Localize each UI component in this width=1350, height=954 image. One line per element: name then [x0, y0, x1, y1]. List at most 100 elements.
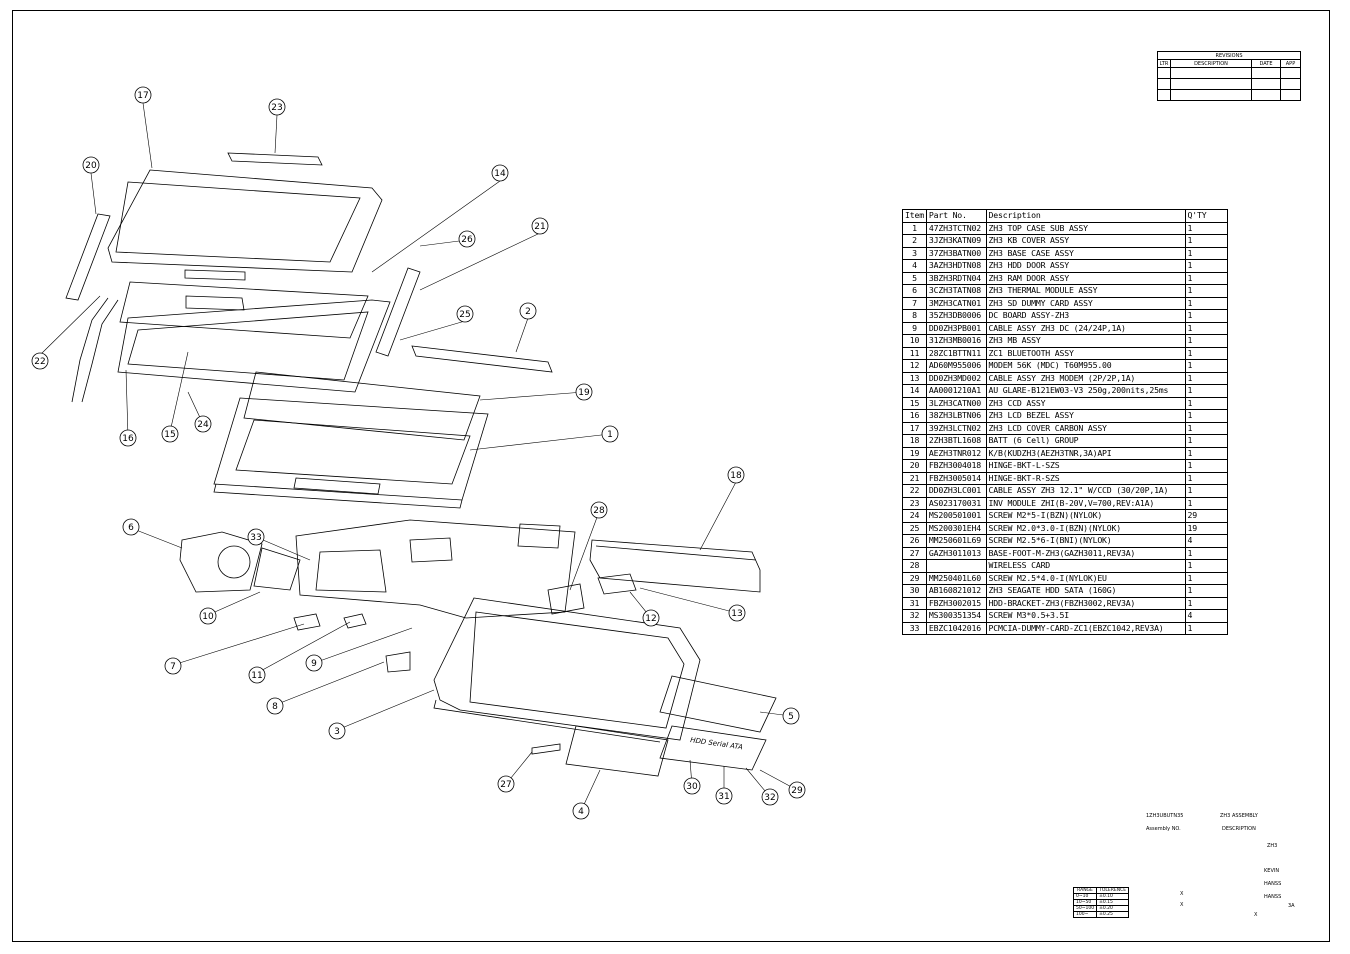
revision-cell: [1157, 89, 1171, 101]
part-description: PCMCIA-DUMMY-CARD-ZC1(EBZC1042,REV3A): [985, 621, 1186, 635]
part-number: MM250601L69: [925, 534, 987, 548]
bluetooth: [343, 613, 367, 629]
part-description: SCREW M2*5-I(BZN)(NYLOK): [985, 509, 1186, 523]
quantity: 1: [1184, 346, 1229, 360]
part-description: ZH3 BASE CASE ASSY: [985, 246, 1186, 260]
assembly-number: 1ZH3UBUTN35: [1146, 813, 1184, 819]
callout-25: 25: [459, 310, 470, 320]
callout-23: 23: [271, 103, 282, 113]
quantity: 1: [1184, 259, 1229, 273]
hinge-right: [375, 267, 421, 357]
quantity: 1: [1184, 284, 1229, 298]
quantity: 19: [1184, 521, 1229, 535]
item-number: 2: [902, 234, 927, 248]
lcd-cable: [71, 297, 119, 403]
sd-dummy-card: [293, 613, 321, 631]
hdd-door: [565, 725, 669, 777]
callout-28: 28: [593, 506, 605, 516]
part-description: HDD-BRACKET-ZH3(FBZH3002,REV3A): [985, 596, 1186, 610]
revision-cell: [1157, 67, 1171, 79]
callout-22: 22: [34, 357, 45, 367]
part-number: MS200501001: [925, 509, 987, 523]
callout-29: 29: [791, 786, 803, 796]
quantity: 1: [1184, 571, 1229, 585]
part-number: FBZH3002015: [925, 596, 987, 610]
callout-20: 20: [85, 161, 97, 171]
callout-9: 9: [311, 659, 317, 669]
part-number: AEZH3TNR012: [925, 446, 987, 460]
callout-32: 32: [764, 793, 775, 803]
rev-col-ltr: LTR: [1157, 59, 1171, 68]
part-description: ZH3 TOP CASE SUB ASSY: [985, 221, 1186, 235]
callout-18: 18: [730, 471, 742, 481]
revision-code: 3A: [1288, 903, 1295, 909]
revision-cell: [1280, 67, 1301, 79]
item-number: 9: [902, 321, 927, 335]
part-number: DD0ZH3PB001: [925, 321, 987, 335]
part-number: GAZH3011013: [925, 546, 987, 560]
item-number: 4: [902, 259, 927, 273]
callout-31: 31: [718, 792, 729, 802]
callout-13: 13: [731, 609, 742, 619]
tolerance-value: ±0.25: [1096, 911, 1130, 918]
part-description: ZH3 LCD BEZEL ASSY: [985, 409, 1186, 423]
part-description: SCREW M2.5*6-I(BNI)(NYLOK): [985, 534, 1186, 548]
callout-21: 21: [534, 222, 545, 232]
item-number: 3: [902, 246, 927, 260]
item-number: 11: [902, 346, 927, 360]
hdd-label: HDD Serial ATA: [690, 736, 744, 751]
callout-11: 11: [251, 671, 262, 681]
part-number: AS023170031: [925, 496, 987, 510]
keyboard: [243, 371, 481, 441]
item-number: 22: [902, 484, 927, 498]
x-mark-2: X: [1180, 902, 1184, 908]
item-number: 27: [902, 546, 927, 560]
part-description: SCREW M3*0.5+3.5I: [985, 609, 1186, 623]
part-description: ZH3 HDD DOOR ASSY: [985, 259, 1186, 273]
tolerance-range: 50~100: [1072, 905, 1098, 912]
part-number: 38ZH3LBTN06: [925, 409, 987, 423]
callout-12: 12: [645, 614, 656, 624]
callout-30: 30: [686, 782, 698, 792]
item-number: 30: [902, 584, 927, 598]
item-number: 31: [902, 596, 927, 610]
quantity: 1: [1184, 446, 1229, 460]
x-mark-1: X: [1180, 891, 1184, 897]
part-number: MS300351354: [925, 609, 987, 623]
part-number: MM250401L60: [925, 571, 987, 585]
base-foot: [531, 743, 561, 755]
parts-list-header: Item Part No. Description Q'TY: [902, 209, 1229, 223]
quantity: 4: [1184, 609, 1229, 623]
tol-col-tolerance: TOLERENCE: [1096, 887, 1130, 894]
part-description: ZC1 BLUETOOTH ASSY: [985, 346, 1186, 360]
quantity: 1: [1184, 371, 1229, 385]
part-number: 3LZH3CATN00: [925, 396, 987, 410]
quantity: 1: [1184, 384, 1229, 398]
revision-cell: [1280, 89, 1301, 101]
item-number: 17: [902, 421, 927, 435]
callout-24: 24: [197, 420, 209, 430]
part-description: SCREW M2.5*4.0-I(NYLOK)EU: [985, 571, 1186, 585]
quantity: 1: [1184, 221, 1229, 235]
revision-cell: [1170, 78, 1252, 90]
part-description: BASE-FOOT-M-ZH3(GAZH3011,REV3A): [985, 546, 1186, 560]
item-number: 25: [902, 521, 927, 535]
drawing-frame: [12, 10, 1330, 942]
item-number: 32: [902, 609, 927, 623]
item-number: 33: [902, 621, 927, 635]
wireless-card: [547, 583, 585, 615]
part-description: ZH3 LCD COVER CARBON ASSY: [985, 421, 1186, 435]
part-description: CABLE ASSY ZH3 MODEM (2P/2P,1A): [985, 371, 1186, 385]
item-number: 20: [902, 459, 927, 473]
